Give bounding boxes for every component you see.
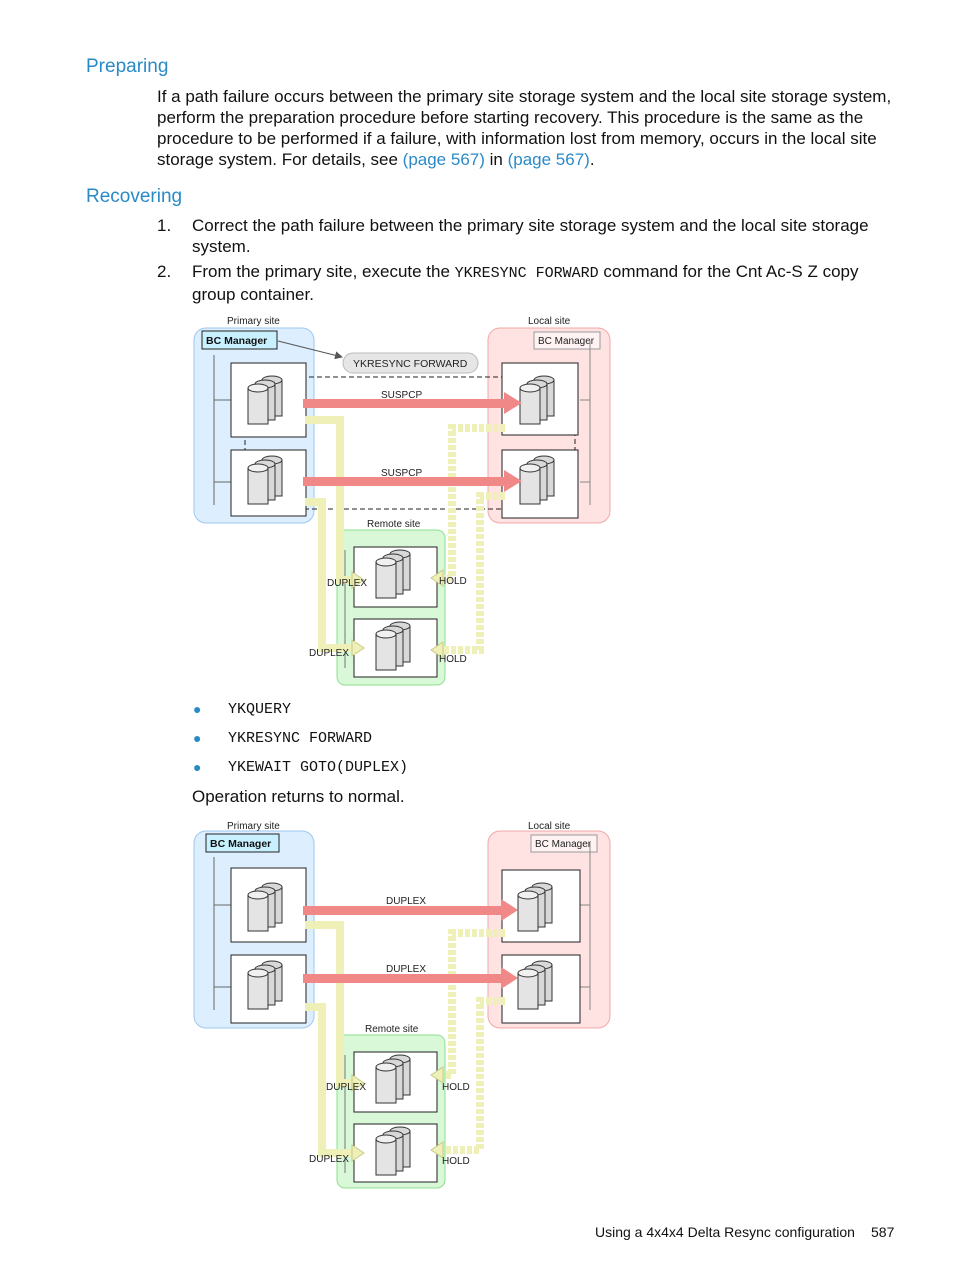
preparing-line-3: procedure to be performed if a failure, …: [157, 129, 877, 148]
step-1-text: Correct the path failure between the pri…: [192, 215, 912, 257]
page-number: 587: [871, 1224, 895, 1240]
preparing-heading: Preparing: [86, 56, 169, 77]
bc-manager-local: [530, 834, 598, 853]
primary-site-label: Primary site: [227, 821, 280, 832]
bullet-2: YKRESYNC FORWARD: [228, 730, 373, 747]
step-2-post: command for the Cnt Ac-S Z copy: [598, 262, 859, 281]
remote-1-right-label: HOLD: [439, 576, 467, 587]
local-site-label: Local site: [528, 316, 571, 327]
remote-2-left-label: DUPLEX: [309, 1154, 349, 1165]
preparing-paragraph: If a path failure occurs between the pri…: [157, 86, 917, 170]
remote-2-left-label: DUPLEX: [309, 648, 349, 659]
bullet-dot-1: ●: [193, 701, 202, 717]
arrow-2: [303, 477, 506, 486]
arrow-1-head: [504, 392, 522, 414]
remote-site-label: Remote site: [365, 1024, 419, 1035]
command-callout-label: YKRESYNC FORWARD: [353, 358, 468, 370]
remote-1-right-label: HOLD: [442, 1082, 470, 1093]
step-2-pre: From the primary site, execute the: [192, 262, 455, 281]
step-1-number: 1.: [157, 216, 172, 235]
preparing-mid: in: [484, 150, 508, 169]
bc-manager-local-label: BC Manager: [535, 839, 592, 850]
remote-1-left-label: DUPLEX: [327, 578, 367, 589]
bc-manager-primary-label: BC Manager: [210, 838, 271, 850]
bc-manager-primary-label: BC Manager: [206, 335, 267, 347]
arrow-2-label: DUPLEX: [386, 964, 426, 975]
arrow-2-head: [501, 967, 518, 989]
bc-manager-primary: [205, 833, 280, 853]
step-1-line-2: system.: [192, 237, 251, 256]
step-2-text: From the primary site, execute the YKRES…: [192, 261, 912, 305]
arrow-1-label: DUPLEX: [386, 896, 426, 907]
preparing-line-4: storage system. For details, see (page 5…: [157, 149, 917, 170]
arrow-1-head: [501, 899, 518, 921]
primary-site-label: Primary site: [227, 316, 280, 327]
preparing-end: .: [589, 150, 595, 169]
preparing-line-1: If a path failure occurs between the pri…: [157, 87, 892, 106]
local-site-label: Local site: [528, 821, 571, 832]
step-2-line-2: group container.: [192, 285, 314, 304]
bullet-3: YKEWAIT GOTO(DUPLEX): [228, 759, 409, 776]
preparing-line-2: perform the preparation procedure before…: [157, 108, 864, 127]
operation-returns-text: Operation returns to normal.: [192, 787, 405, 806]
bullet-dot-3: ●: [193, 759, 202, 775]
remote-2-right-label: HOLD: [439, 654, 467, 665]
step-2-code: YKRESYNC FORWARD: [454, 265, 599, 282]
page-link-2[interactable]: (page 567): [507, 150, 590, 169]
bc-manager-local-label: BC Manager: [538, 336, 595, 347]
bullet-dot-2: ●: [193, 730, 202, 746]
footer-text: Using a 4x4x4 Delta Resync configuration: [595, 1224, 855, 1240]
copy-group-container: [244, 376, 576, 510]
bullet-1: YKQUERY: [228, 701, 292, 718]
remote-2-right-label: HOLD: [442, 1156, 470, 1167]
command-callout: [342, 352, 479, 374]
diagram-1: Primary site Local site Remote site BC M…: [193, 316, 611, 686]
arrow-2: [303, 974, 503, 983]
arrow-2-head: [504, 470, 522, 492]
step-1-line-1: Correct the path failure between the pri…: [192, 216, 869, 235]
arrow-1: [303, 399, 506, 408]
recovering-heading: Recovering: [86, 186, 183, 207]
page-link-1[interactable]: (page 567): [402, 150, 485, 169]
preparing-line-4-start: storage system. For details, see: [157, 150, 403, 169]
remote-1-left-label: DUPLEX: [326, 1082, 366, 1093]
step-2-line-1: From the primary site, execute the YKRES…: [192, 261, 912, 284]
step-2-number: 2.: [157, 262, 172, 281]
arrow-1: [303, 906, 503, 915]
remote-site-label: Remote site: [367, 519, 421, 530]
arrow-2-label: SUSPCP: [381, 468, 422, 479]
bc-manager-primary: [201, 330, 278, 350]
arrow-1-label: SUSPCP: [381, 390, 422, 401]
diagram-2: Primary site Local site Remote site BC M…: [193, 821, 611, 1189]
bc-manager-local: [533, 331, 601, 350]
